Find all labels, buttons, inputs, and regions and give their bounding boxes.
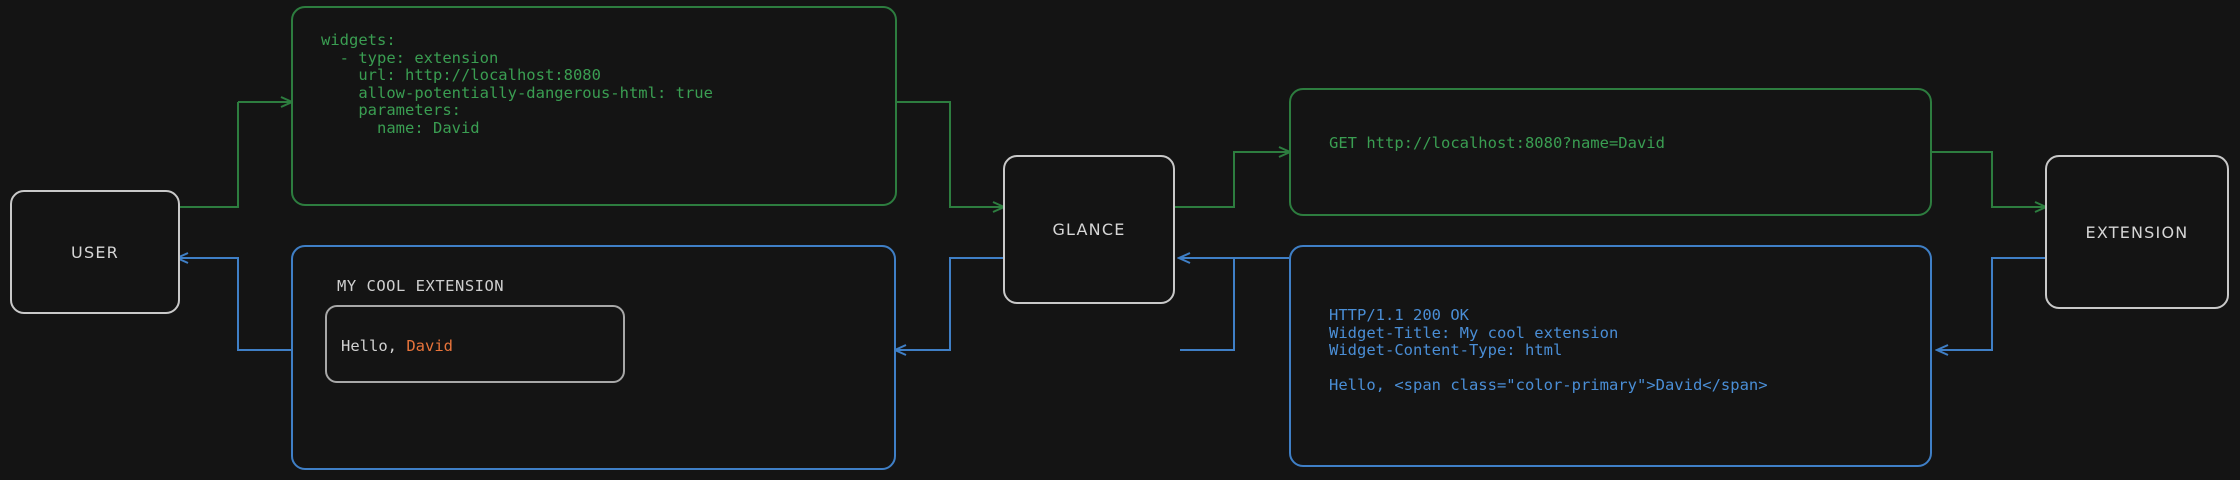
rendered-widget-box: MY COOL EXTENSION Hello, David <box>291 245 896 470</box>
http-response-text: HTTP/1.1 200 OK Widget-Title: My cool ex… <box>1329 306 1768 394</box>
node-glance[interactable]: GLANCE <box>1003 155 1175 304</box>
node-user[interactable]: USER <box>10 190 180 314</box>
http-response-box: HTTP/1.1 200 OK Widget-Title: My cool ex… <box>1289 245 1932 467</box>
node-user-label: USER <box>71 242 119 262</box>
rendered-widget-title: MY COOL EXTENSION <box>337 277 505 295</box>
config-yaml-text: widgets: - type: extension url: http://l… <box>321 31 713 137</box>
http-request-text: GET http://localhost:8080?name=David <box>1329 134 1665 152</box>
config-yaml-box: widgets: - type: extension url: http://l… <box>291 6 897 206</box>
node-extension[interactable]: EXTENSION <box>2045 155 2229 309</box>
node-extension-label: EXTENSION <box>2085 222 2189 242</box>
rendered-widget-greeting: Hello, David <box>341 337 453 355</box>
greeting-prefix: Hello, <box>341 337 407 355</box>
greeting-name: David <box>406 337 453 355</box>
rendered-widget-card: Hello, David <box>325 305 625 383</box>
http-request-box: GET http://localhost:8080?name=David <box>1289 88 1932 216</box>
node-glance-label: GLANCE <box>1052 220 1126 239</box>
